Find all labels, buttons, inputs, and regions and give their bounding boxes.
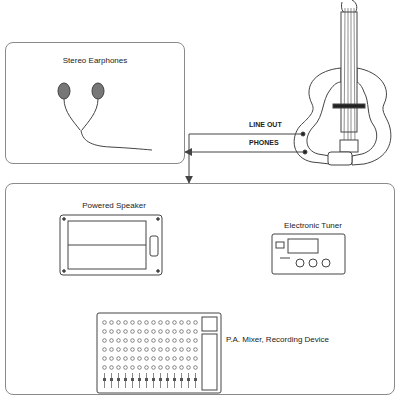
tuner-knob [296, 259, 304, 267]
screw [63, 270, 66, 273]
device-label: Stereo Earphones [10, 56, 180, 65]
jack-label: LINE OUT [249, 120, 400, 129]
speaker-drawing [60, 215, 162, 275]
jack-label: PHONES [249, 138, 400, 147]
tuner-knob [322, 259, 330, 267]
earbud [92, 83, 104, 99]
screw [157, 270, 160, 273]
mixer-master [202, 334, 217, 390]
speaker-seam [68, 245, 146, 246]
violin-chinrest [328, 152, 352, 165]
tuner-drawing [272, 234, 345, 274]
mixer-meter [202, 317, 217, 331]
tuner-knob [309, 259, 317, 267]
violin-tailpiece [340, 140, 358, 152]
speaker-figure: Powered Speaker [56, 199, 172, 279]
earphones-drawing [58, 83, 152, 150]
earbud [58, 83, 70, 99]
speaker-handle [150, 236, 158, 256]
device-label: Powered Speaker [56, 201, 172, 210]
screw [63, 218, 66, 221]
mixer-drawing [97, 313, 221, 393]
line-out-jack [301, 132, 305, 136]
device-group-box: Powered SpeakerElectronic TunerP.A. Mixe… [5, 183, 395, 395]
tuner-case [272, 234, 345, 274]
violin-frame [294, 68, 341, 164]
earphone-wire [82, 99, 98, 130]
device-label: Electronic Tuner [267, 221, 359, 230]
device-label: P.A. Mixer, Recording Device [226, 335, 360, 344]
speaker-grille [68, 221, 146, 269]
signal-connector [185, 152, 245, 153]
violin-bridge [333, 104, 365, 108]
tuner-display [288, 239, 318, 253]
violin-string [344, 8, 345, 150]
device-box: Stereo Earphones [5, 42, 185, 164]
lead-line [245, 134, 301, 135]
tuner-figure: Electronic Tuner [267, 219, 359, 277]
signal-connector [189, 134, 245, 183]
lead-line [245, 152, 303, 153]
mixer-faders [101, 372, 199, 390]
violin-string [351, 8, 352, 150]
earphone-wire [64, 99, 80, 130]
violin-figure: LINE OUT PHONES [245, 0, 400, 168]
mixer-case [97, 313, 221, 393]
mixer-knobs [101, 318, 199, 370]
mixer-figure: P.A. Mixer, Recording Device [96, 311, 360, 395]
earphone-cable [81, 130, 152, 150]
tuner-mark [280, 258, 290, 259]
phones-jack [303, 150, 307, 154]
violin-string [354, 8, 355, 150]
speaker-cabinet [60, 215, 162, 275]
violin-string [348, 8, 349, 150]
screw [157, 218, 160, 221]
tuner-socket [276, 242, 284, 248]
